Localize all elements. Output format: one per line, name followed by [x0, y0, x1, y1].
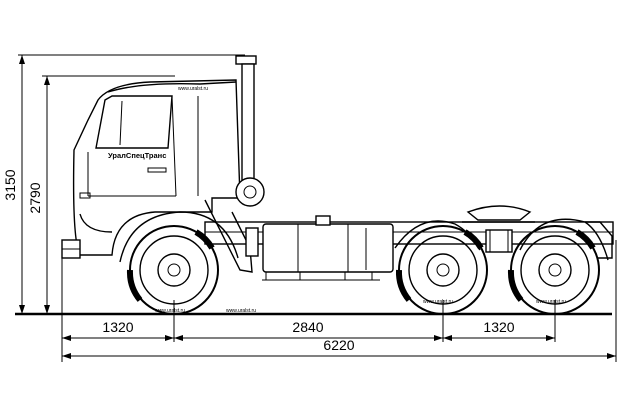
- overall-height-label: 3150: [2, 169, 18, 200]
- dimension-overall-length: 6220: [62, 337, 616, 359]
- front-wheel: [126, 225, 219, 315]
- website-label-front-wheel: www.uralst.ru: [155, 308, 185, 314]
- rear-wheel-1: [395, 225, 488, 315]
- cab: [61, 79, 241, 259]
- dimension-cab-height: 2790: [27, 75, 175, 314]
- exhaust-stack: [235, 55, 265, 207]
- brand-logo-text: УралСпецТранс: [108, 151, 166, 160]
- overall-length-label: 6220: [323, 337, 354, 353]
- dimension-overall-height: 3150: [2, 54, 245, 314]
- fifth-wheel: [462, 205, 535, 253]
- dimension-row-axles: 1320 2840 1320: [61, 240, 617, 362]
- rear-axle-spacing-label: 1320: [483, 319, 514, 335]
- website-label-cab: www.uralst.ru: [178, 86, 208, 92]
- website-label-frame: www.uralst.ru: [226, 308, 256, 314]
- cab-height-label: 2790: [27, 182, 43, 213]
- website-label-rear-wheel-2: www.uralst.ru: [536, 299, 566, 305]
- website-label-rear-wheel-1: www.uralst.ru: [423, 299, 453, 305]
- rear-wheel-2: [507, 225, 600, 315]
- wheelbase-label: 2840: [292, 319, 323, 335]
- front-overhang-label: 1320: [102, 319, 133, 335]
- front-fender: [119, 199, 259, 273]
- fuel-tank: [262, 215, 394, 281]
